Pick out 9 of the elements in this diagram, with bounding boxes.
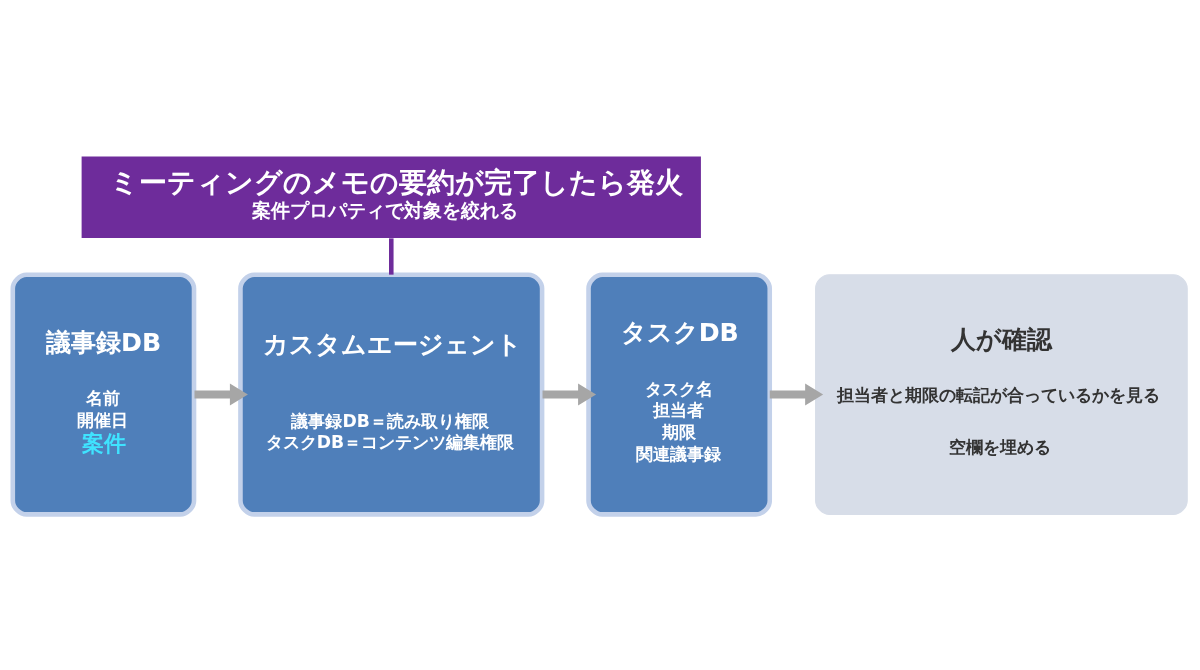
node-box: 議事録DB 名前 開催日 案件 — [10, 271, 197, 517]
node-box: タスクDB タスク名 担当者 期限 関連議事録 — [586, 271, 773, 517]
node-box: ミーティングのメモの要約が完了したら発火 案件プロパティで対象を絞れる — [81, 156, 701, 238]
arrow — [769, 383, 824, 406]
arrow — [194, 383, 248, 406]
connector — [388, 237, 394, 275]
node-box: 人が確認 担当者と期限の転記が合っているかを見る 空欄を埋める — [815, 273, 1188, 515]
node-box: カスタムエージェント 議事録DB＝読み取り権限 タスクDB＝コンテンツ編集権限 — [238, 271, 545, 517]
arrow — [542, 383, 597, 406]
